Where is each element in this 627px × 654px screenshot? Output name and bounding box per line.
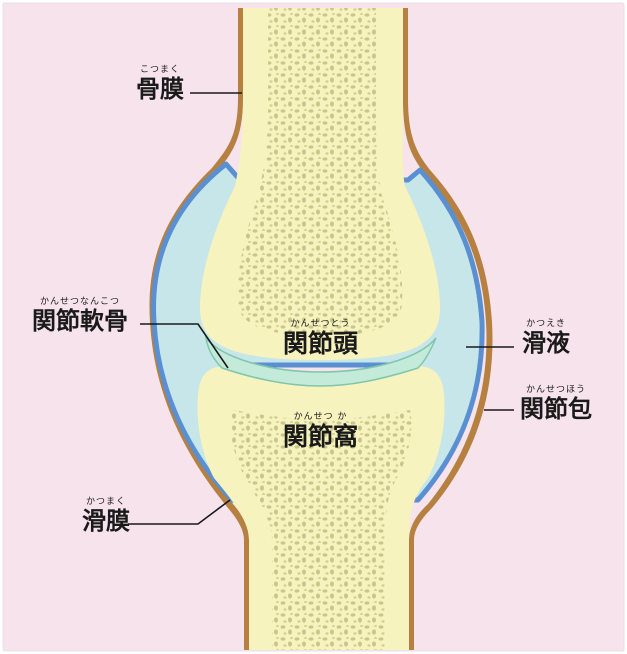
- term-synovial-fluid: 滑液: [522, 331, 570, 355]
- term-joint-socket: 関節窩: [283, 424, 358, 449]
- label-periosteum: こつまく 骨膜: [136, 66, 184, 101]
- ruby-articular-cartilage: かんせつなんこつ: [32, 298, 128, 307]
- ruby-synovial-membrane: かつまく: [82, 498, 130, 507]
- label-synovial-membrane: かつまく 滑膜: [82, 498, 130, 533]
- label-articular-cartilage: かんせつなんこつ 関節軟骨: [32, 298, 128, 333]
- term-synovial-membrane: 滑膜: [82, 509, 130, 533]
- term-articular-cartilage: 関節軟骨: [32, 309, 128, 333]
- label-joint-head: かんせつとう 関節頭: [283, 320, 358, 356]
- ruby-joint-capsule: かんせつほう: [520, 386, 592, 395]
- ruby-joint-head: かんせつとう: [283, 320, 358, 329]
- term-joint-head: 関節頭: [283, 331, 358, 356]
- label-synovial-fluid: かつえき 滑液: [522, 320, 570, 355]
- ruby-periosteum: こつまく: [136, 66, 184, 75]
- ruby-joint-socket: かんせつ か: [283, 413, 358, 422]
- label-joint-socket: かんせつ か 関節窩: [283, 413, 358, 449]
- term-periosteum: 骨膜: [136, 77, 184, 101]
- ruby-synovial-fluid: かつえき: [522, 320, 570, 329]
- label-joint-capsule: かんせつほう 関節包: [520, 386, 592, 421]
- term-joint-capsule: 関節包: [520, 397, 592, 421]
